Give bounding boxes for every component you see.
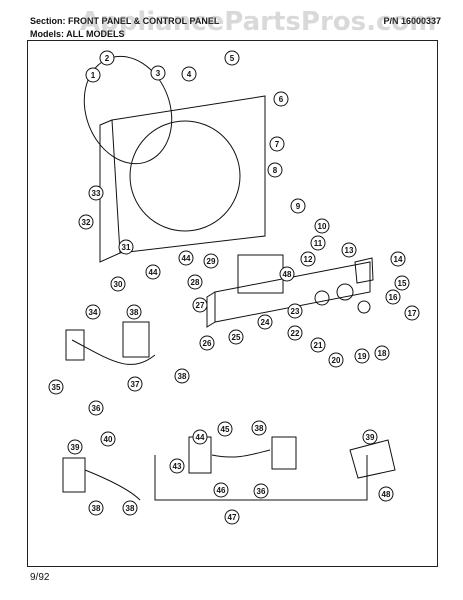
callout-11: 11	[314, 239, 323, 248]
callout-40: 40	[104, 435, 113, 444]
callout-48b: 48	[382, 490, 391, 499]
switch-bracket-shape	[237, 254, 284, 294]
callout-30: 30	[114, 280, 123, 289]
callout-44c: 44	[196, 433, 205, 442]
callout-18: 18	[378, 349, 387, 358]
callout-7: 7	[275, 140, 280, 149]
callout-15: 15	[398, 279, 407, 288]
callout-20: 20	[332, 356, 341, 365]
callout-5: 5	[230, 54, 235, 63]
callout-31: 31	[122, 243, 131, 252]
callout-9: 9	[296, 202, 301, 211]
callout-38c: 38	[92, 504, 101, 513]
revision-date: 9/92	[30, 572, 50, 583]
callout-13: 13	[345, 246, 354, 255]
callout-36: 36	[92, 404, 101, 413]
callout-37: 37	[131, 380, 140, 389]
callout-4: 4	[187, 70, 192, 79]
callout-38b: 38	[178, 372, 187, 381]
harness-left-shape	[71, 339, 156, 365]
front-panel-shape	[111, 95, 266, 254]
callout-38a: 38	[130, 308, 139, 317]
callout-38d: 38	[126, 504, 135, 513]
callout-44a: 44	[149, 268, 158, 277]
models-label: Models: ALL MODELS	[30, 29, 125, 39]
callout-39b: 39	[366, 433, 375, 442]
callout-26: 26	[203, 339, 212, 348]
callout-3: 3	[156, 69, 161, 78]
control-panel-shape	[214, 261, 371, 323]
callout-34: 34	[89, 308, 98, 317]
door-opening-shape	[129, 120, 241, 232]
callout-38e: 38	[255, 424, 264, 433]
callout-22: 22	[291, 329, 300, 338]
callout-14: 14	[394, 255, 403, 264]
callout-1: 1	[91, 71, 96, 80]
callout-27: 27	[196, 301, 205, 310]
connector-lower-left	[62, 457, 86, 493]
callout-48a: 48	[283, 270, 292, 279]
callout-23: 23	[291, 307, 300, 316]
callout-6: 6	[279, 95, 284, 104]
callout-43: 43	[173, 462, 182, 471]
callout-36b: 36	[257, 487, 266, 496]
watermark: AppliancePartsPros.com	[80, 7, 437, 37]
callout-12: 12	[304, 255, 313, 264]
door-glass-shape	[83, 55, 173, 165]
callout-46: 46	[217, 486, 226, 495]
callout-2: 2	[105, 54, 110, 63]
callout-19: 19	[358, 352, 367, 361]
part-number: P/N 16000337	[383, 16, 441, 26]
callout-8: 8	[273, 166, 278, 175]
callout-45: 45	[221, 425, 230, 434]
callout-17: 17	[408, 309, 417, 318]
callout-28: 28	[191, 278, 200, 287]
callout-33: 33	[92, 189, 101, 198]
section-title: Section: FRONT PANEL & CONTROL PANEL	[30, 16, 220, 26]
callout-24: 24	[261, 318, 270, 327]
callout-21: 21	[314, 341, 323, 350]
callout-39a: 39	[71, 443, 80, 452]
connector-right	[349, 439, 396, 479]
callout-32: 32	[82, 218, 91, 227]
diagram-frame	[27, 40, 438, 567]
callout-25: 25	[232, 333, 241, 342]
callout-10: 10	[318, 222, 327, 231]
callout-47: 47	[228, 513, 237, 522]
callout-44b: 44	[182, 254, 191, 263]
callout-35: 35	[52, 383, 61, 392]
callout-16: 16	[389, 293, 398, 302]
callout-29: 29	[207, 257, 216, 266]
